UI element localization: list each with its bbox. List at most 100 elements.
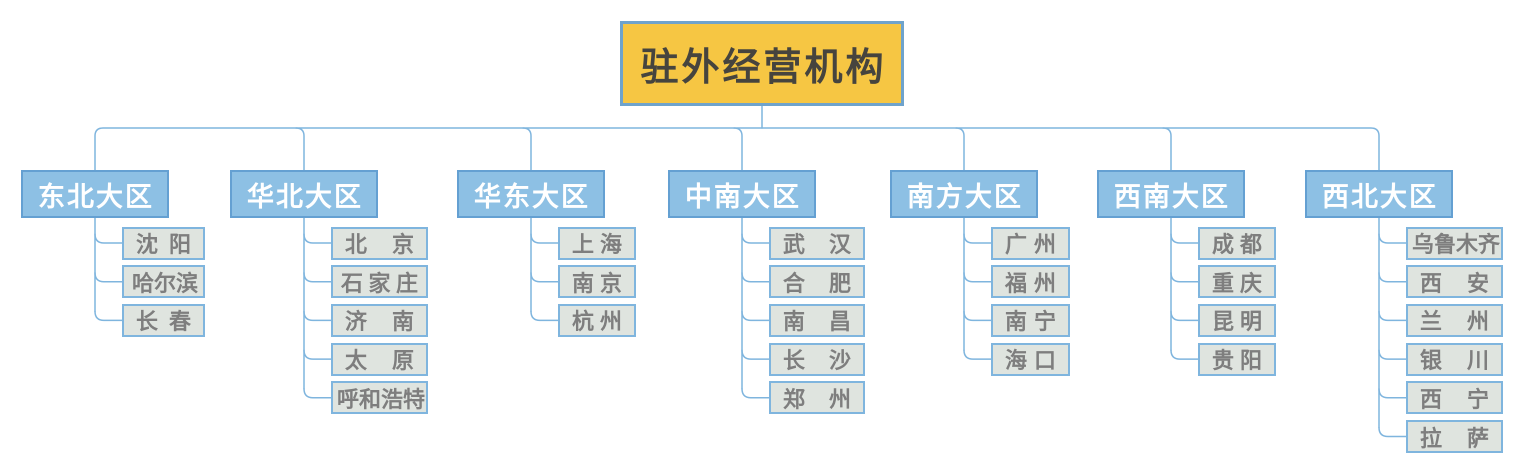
city-label-char: 明 [1239,310,1262,336]
city-label-char: 上 [572,233,595,258]
city-label-char: 庄 [395,271,418,297]
city-node: 杭州 [558,303,636,337]
city-node: 海口 [991,342,1070,376]
city-label-char: 汉 [828,233,851,258]
region-node: 华东大区 [457,170,605,218]
city-node: 哈尔滨 [122,265,205,299]
city-label-char: 宁 [1466,387,1489,413]
city-label-char: 成 [1212,233,1235,258]
city-label-char: 庆 [1239,271,1262,297]
city-node: 合肥 [769,265,865,299]
city-label-char: 木 [1456,233,1479,258]
region-node: 西南大区 [1097,170,1245,218]
city-label-char: 州 [828,387,851,413]
city-label-char: 沈 [136,233,159,258]
city-node: 兰州 [1406,303,1503,337]
city-label-char: 广 [1005,233,1028,258]
city-label-char: 阳 [168,233,191,258]
city-label-char: 沙 [828,349,851,375]
city-node: 成都 [1198,226,1276,260]
city-label-char: 贵 [1212,349,1235,375]
city-label-char: 州 [1466,310,1489,336]
city-label-char: 南 [391,310,414,336]
city-label-char: 宁 [1033,310,1056,336]
city-node: 银川 [1406,342,1503,376]
city-label-char: 都 [1239,233,1262,258]
city-label-char: 兰 [1420,310,1443,336]
city-label-char: 肥 [828,271,851,297]
city-label-char: 州 [1033,233,1056,258]
city-node: 福州 [991,265,1070,299]
city-node: 乌鲁木齐 [1406,226,1503,260]
city-node: 武汉 [769,226,865,260]
city-label-char: 乌 [1412,233,1435,258]
city-label-char: 萨 [1466,426,1489,452]
city-node: 南京 [558,265,636,299]
city-label-char: 京 [391,233,414,258]
city-node: 太原 [331,342,428,376]
city-label-char: 西 [1420,387,1443,413]
city-label-char: 合 [783,271,806,297]
city-label-char: 济 [345,310,368,336]
city-node: 长沙 [769,342,865,376]
city-label-char: 鲁 [1434,233,1457,258]
city-label-char: 齐 [1478,233,1501,258]
city-label-char: 州 [599,310,622,336]
city-node: 拉萨 [1406,420,1503,453]
city-label-char: 春 [168,310,191,336]
city-label-char: 特 [403,387,426,413]
city-node: 北京 [331,226,428,260]
city-node: 广州 [991,226,1070,260]
city-label-char: 阳 [1239,349,1262,375]
root-node: 驻外经营机构 [620,21,904,106]
region-node: 南方大区 [890,170,1038,218]
city-label-char: 拉 [1420,426,1443,452]
city-label-char: 石 [341,271,364,297]
region-node: 西北大区 [1305,170,1453,218]
city-label-char: 银 [1420,349,1443,375]
city-label-char: 尔 [154,271,177,297]
city-node: 呼和浩特 [331,381,428,415]
region-node: 华北大区 [230,170,378,218]
city-label-char: 昌 [828,310,851,336]
city-label-char: 原 [391,349,414,375]
city-label-char: 呼 [337,387,360,413]
city-node: 沈阳 [122,226,205,260]
city-node: 贵阳 [1198,342,1276,376]
city-label-char: 长 [136,310,159,336]
city-node: 西安 [1406,265,1503,299]
city-label-char: 杭 [572,310,595,336]
city-node: 昆明 [1198,303,1276,337]
region-node: 东北大区 [21,170,169,218]
city-label-char: 重 [1212,271,1235,297]
city-label-char: 太 [345,349,368,375]
city-label-char: 川 [1466,349,1489,375]
city-node: 济南 [331,303,428,337]
city-label-char: 西 [1420,271,1443,297]
city-label-char: 北 [345,233,368,258]
city-label-char: 福 [1005,271,1028,297]
city-node: 南昌 [769,303,865,337]
city-label-char: 南 [572,271,595,297]
region-node: 中南大区 [668,170,816,218]
city-node: 长春 [122,303,205,337]
city-node: 上海 [558,226,636,260]
city-label-char: 海 [599,233,622,258]
city-node: 重庆 [1198,265,1276,299]
city-label-char: 昆 [1212,310,1235,336]
city-label-char: 海 [1005,349,1028,375]
city-label-char: 家 [368,271,391,297]
city-label-char: 南 [1005,310,1028,336]
city-node: 石家庄 [331,265,428,299]
city-label-char: 口 [1033,349,1056,375]
city-node: 西宁 [1406,381,1503,415]
city-label-char: 滨 [176,271,199,297]
city-label-char: 武 [783,233,806,258]
city-label-char: 南 [783,310,806,336]
city-label-char: 京 [599,271,622,297]
city-label-char: 州 [1033,271,1056,297]
city-label-char: 安 [1466,271,1489,297]
city-label-char: 长 [783,349,806,375]
